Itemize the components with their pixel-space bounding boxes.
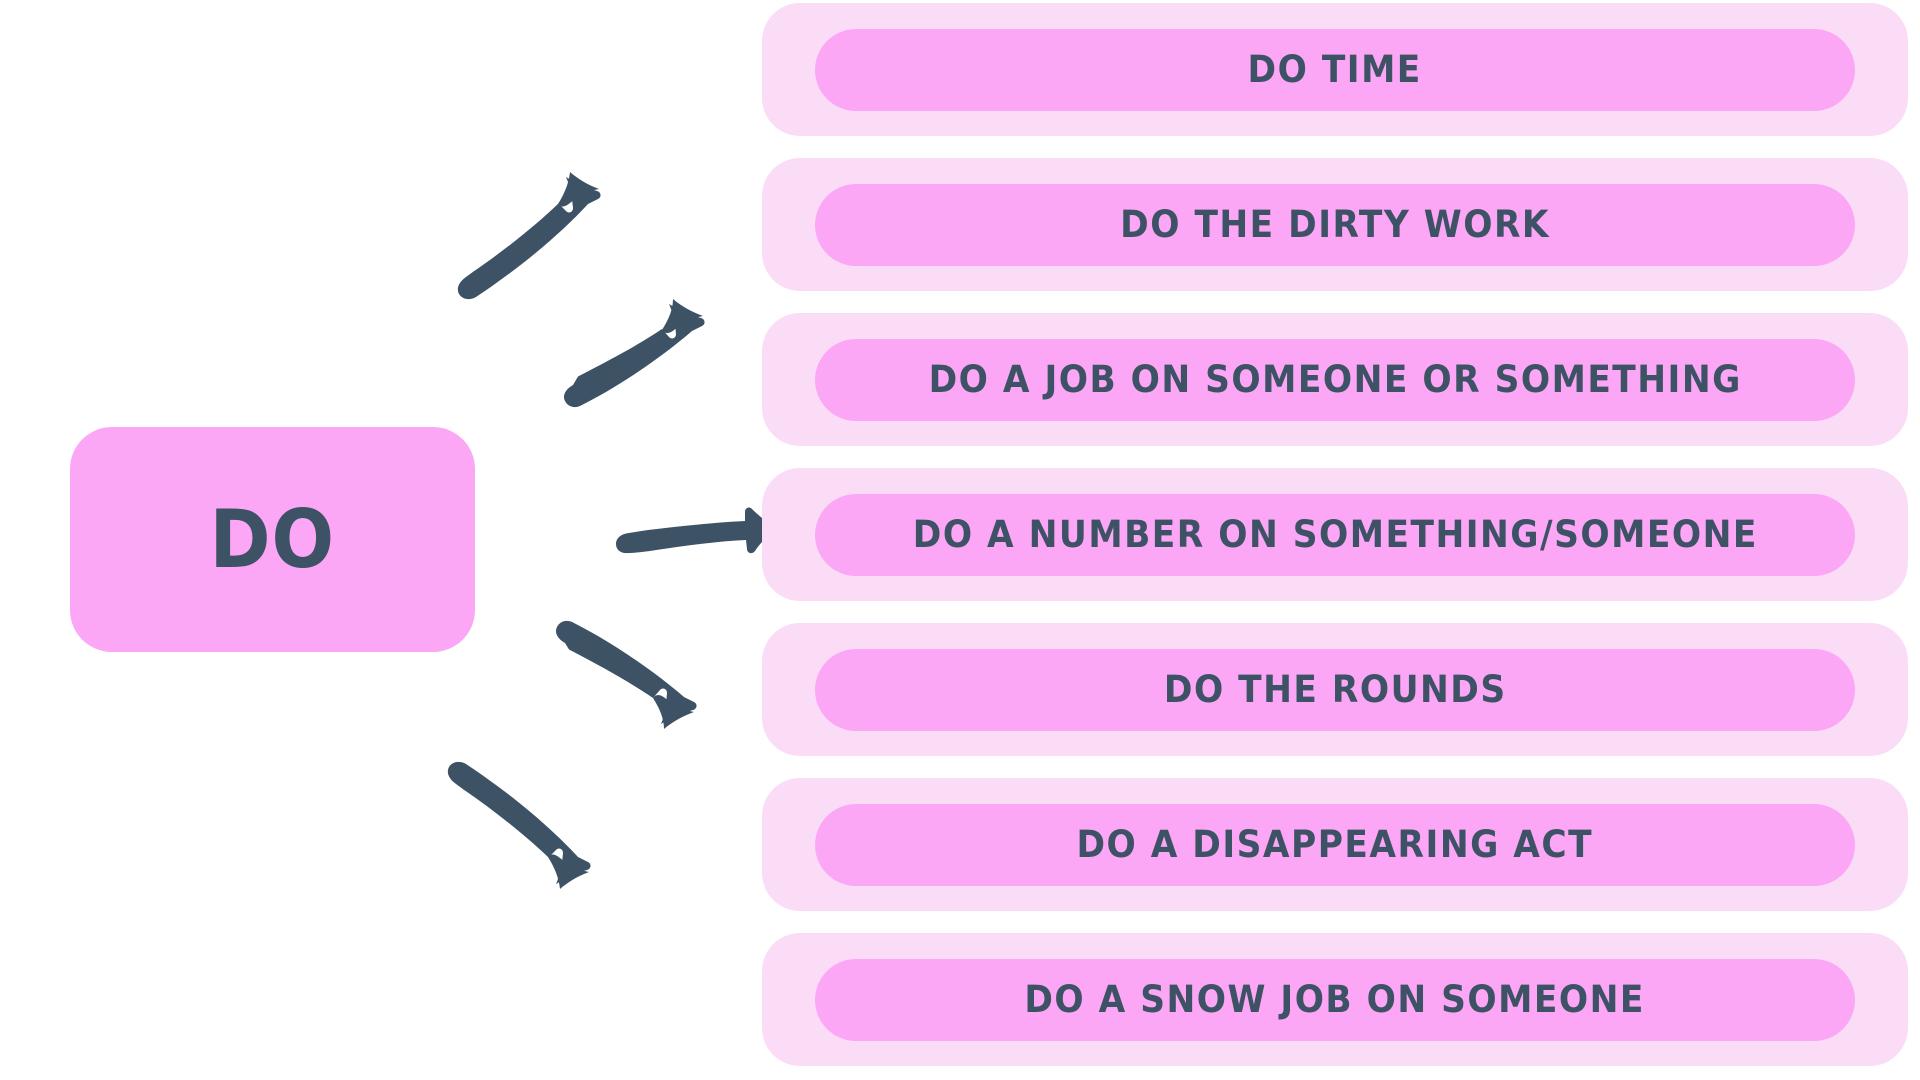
branch-label-7: DO A SNOW JOB ON SOMEONE: [1024, 978, 1646, 1021]
arrow-to-branch-4-icon: [555, 620, 697, 729]
arrow-to-branch-3-icon: [616, 507, 777, 554]
branch-pill-1[interactable]: DO TIME: [815, 28, 1855, 111]
branch-row-6[interactable]: DO A DISAPPEARING ACT: [762, 778, 1908, 911]
branch-pill-5[interactable]: DO THE ROUNDS: [815, 648, 1855, 731]
branch-label-6: DO A DISAPPEARING ACT: [1076, 823, 1594, 866]
branch-list: DO TIME DO THE DIRTY WORK DO A JOB ON SO…: [762, 3, 1908, 1080]
branch-pill-3[interactable]: DO A JOB ON SOMEONE OR SOMETHING: [815, 338, 1855, 421]
branch-row-2[interactable]: DO THE DIRTY WORK: [762, 158, 1908, 291]
branch-pill-2[interactable]: DO THE DIRTY WORK: [815, 183, 1855, 266]
branch-label-1: DO TIME: [1247, 48, 1423, 91]
branch-pill-4[interactable]: DO A NUMBER ON SOMETHING/SOMEONE: [815, 493, 1855, 576]
branch-row-3[interactable]: DO A JOB ON SOMEONE OR SOMETHING: [762, 313, 1908, 446]
arrow-to-branch-2-icon: [563, 299, 705, 408]
root-node-label: DO: [209, 492, 336, 586]
branch-row-7[interactable]: DO A SNOW JOB ON SOMEONE: [762, 933, 1908, 1066]
branch-pill-6[interactable]: DO A DISAPPEARING ACT: [815, 803, 1855, 886]
branch-pill-7[interactable]: DO A SNOW JOB ON SOMEONE: [815, 958, 1855, 1041]
arrow-to-branch-5-icon: [447, 761, 591, 889]
branch-row-1[interactable]: DO TIME: [762, 3, 1908, 136]
branch-label-4: DO A NUMBER ON SOMETHING/SOMEONE: [912, 513, 1758, 556]
branch-label-3: DO A JOB ON SOMEONE OR SOMETHING: [928, 358, 1742, 401]
branch-label-5: DO THE ROUNDS: [1163, 668, 1507, 711]
root-node-do[interactable]: DO: [70, 427, 475, 652]
arrow-to-branch-1-icon: [457, 172, 601, 300]
branch-row-4[interactable]: DO A NUMBER ON SOMETHING/SOMEONE: [762, 468, 1908, 601]
branch-row-5[interactable]: DO THE ROUNDS: [762, 623, 1908, 756]
branch-label-2: DO THE DIRTY WORK: [1120, 203, 1550, 246]
